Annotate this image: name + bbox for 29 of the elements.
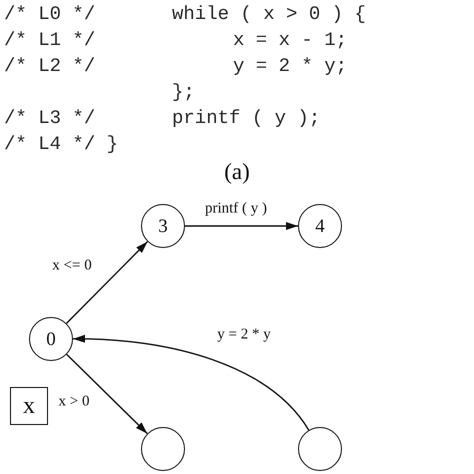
variable-name: x bbox=[23, 394, 35, 418]
code-comment: /* L1 */ bbox=[4, 29, 96, 51]
state-number: 3 bbox=[158, 216, 168, 236]
code-line: while ( x > 0 ) { bbox=[172, 3, 366, 25]
code-line: printf ( y ); bbox=[172, 107, 320, 129]
edge-label: x <= 0 bbox=[52, 258, 92, 274]
state-circle bbox=[298, 204, 342, 248]
code-comment: /* L0 */ bbox=[4, 3, 96, 25]
state-circle bbox=[141, 427, 185, 471]
arrow bbox=[185, 222, 298, 230]
subfigure-label: (a) bbox=[224, 159, 250, 185]
edge-label: printf ( y ) bbox=[204, 200, 268, 218]
state-number: 4 bbox=[315, 216, 325, 236]
arrow bbox=[72, 335, 310, 430]
code-line: }; bbox=[172, 81, 195, 103]
edge-label: y = 2 * y bbox=[217, 326, 271, 344]
code-comment: /* L2 */ bbox=[4, 55, 96, 77]
code-comment: /* L3 */ bbox=[4, 107, 96, 129]
code-line: y = 2 * y; bbox=[233, 55, 348, 77]
state-circle bbox=[298, 427, 342, 471]
code-comment: /* L4 */ } bbox=[4, 133, 118, 155]
edge-label: x > 0 bbox=[58, 394, 90, 410]
code-line: x = x - 1; bbox=[233, 29, 348, 51]
state-circle bbox=[29, 317, 73, 361]
arrow bbox=[66, 241, 148, 324]
variable-box bbox=[10, 387, 48, 425]
state-circle bbox=[141, 204, 185, 248]
state-number: 0 bbox=[46, 330, 56, 348]
arrow bbox=[66, 354, 148, 434]
